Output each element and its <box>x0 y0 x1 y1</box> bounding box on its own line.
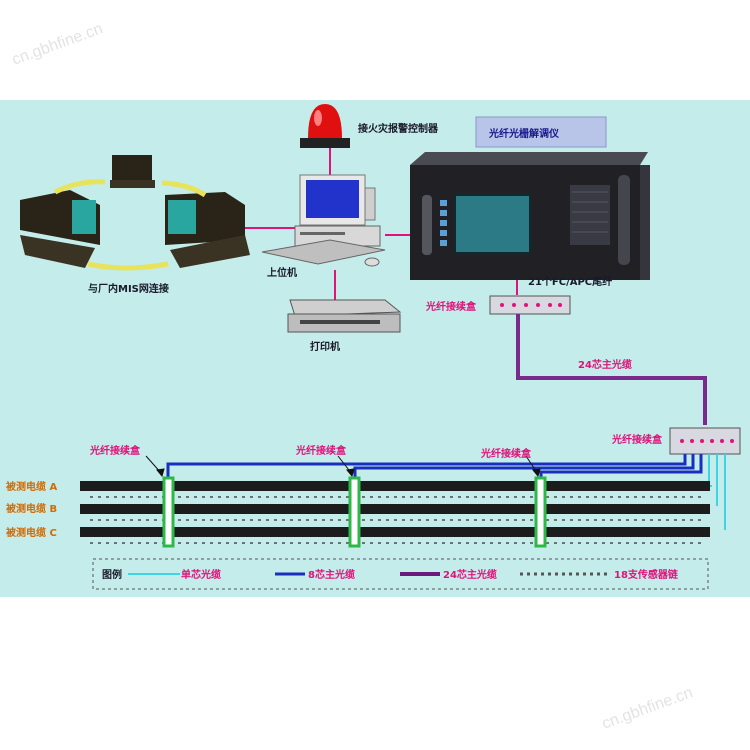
legend-label-24-core: 24芯主光缆 <box>443 568 497 581</box>
splice-box-1-label: 光纤接续盒 <box>89 444 141 457</box>
cable-a-label: 被测电缆 A <box>6 480 57 493</box>
eight-core-cables <box>166 454 726 530</box>
pigtail-label: 21个FC/APC尾纤 <box>528 275 612 288</box>
splice-box-top-label: 光纤接续盒 <box>425 300 477 313</box>
printer-label: 打印机 <box>310 340 340 353</box>
host-computer-icon <box>261 174 386 267</box>
splice-box-right-icon <box>669 427 741 455</box>
fire-alarm-label: 接火灾报警控制器 <box>358 122 439 135</box>
measured-cables <box>80 481 710 544</box>
legend-title: 图例 <box>102 568 122 581</box>
legend-label-single-core: 单芯光缆 <box>181 568 221 581</box>
printer-icon <box>287 299 402 333</box>
analyzer-title-box: 光纤光栅解调仪 <box>475 116 607 148</box>
splice-box-right-label: 光纤接续盒 <box>611 433 663 446</box>
splice-arrows <box>145 455 541 478</box>
legend-label-eight-core: 8芯主光缆 <box>308 568 355 581</box>
host-pc-label: 上位机 <box>267 266 297 279</box>
cable-c-label: 被测电缆 C <box>6 526 57 539</box>
analyzer-title: 光纤光栅解调仪 <box>488 127 560 140</box>
mis-link-label: 与厂内MIS网连接 <box>88 282 169 295</box>
splice-box-2-label: 光纤接续盒 <box>295 444 347 457</box>
mis-workstations-icon <box>20 155 250 271</box>
main-cable-24-label: 24芯主光缆 <box>578 358 632 371</box>
legend-label-sensor-chain: 18支传感器链 <box>614 568 679 581</box>
splice-box-3-label: 光纤接续盒 <box>480 447 532 460</box>
network-links <box>245 148 518 300</box>
analyzer-unit-icon <box>410 152 650 280</box>
cable-b-label: 被测电缆 B <box>6 502 57 515</box>
splice-box-top-icon <box>489 295 571 315</box>
splice-clamps <box>162 476 547 548</box>
main-cable-24 <box>516 314 707 425</box>
legend: 图例 单芯光缆 8芯主光缆 24芯主光缆 18支传感器链 <box>92 558 709 590</box>
alarm-lamp-icon <box>300 104 350 148</box>
